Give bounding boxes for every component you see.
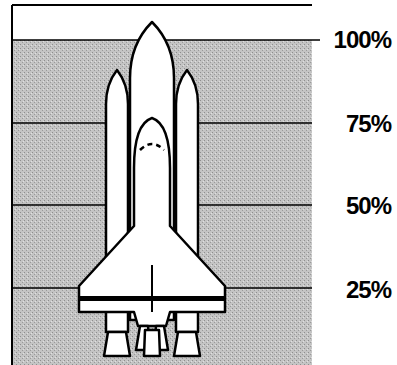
cockpit-windows xyxy=(140,144,164,150)
space-shuttle xyxy=(79,22,225,356)
percent-label: 50% xyxy=(346,192,391,220)
frame-left xyxy=(11,5,13,365)
tail-line xyxy=(151,265,153,312)
percent-label: 75% xyxy=(346,110,391,138)
frame-top xyxy=(12,4,312,6)
percent-label: 100% xyxy=(334,26,391,54)
percent-label: 25% xyxy=(346,276,391,304)
